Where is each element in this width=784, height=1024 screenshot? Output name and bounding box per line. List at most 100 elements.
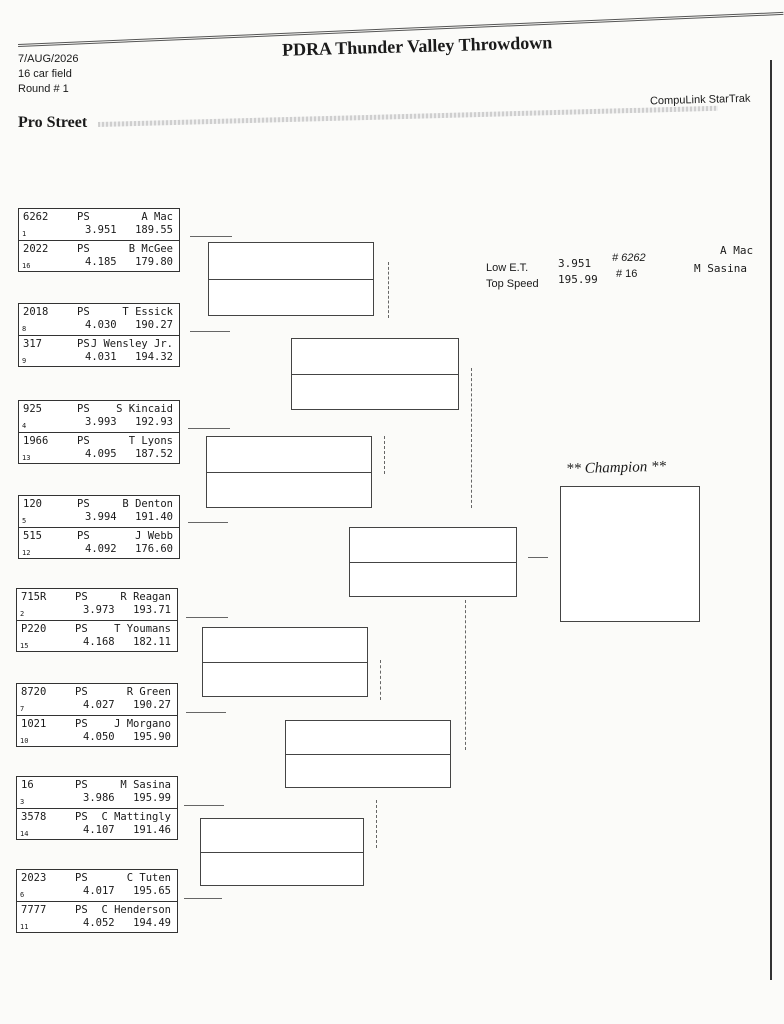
- driver-name: R Green: [126, 686, 171, 698]
- trap-speed: 192.93: [135, 416, 173, 428]
- car-number: 120: [23, 498, 42, 510]
- car-number: 6262: [23, 211, 49, 223]
- class-title: Pro Street: [18, 114, 88, 131]
- elapsed-time: 4.185: [85, 256, 117, 268]
- car-number: 2022: [23, 243, 49, 255]
- trap-speed: 187.52: [135, 448, 173, 460]
- trap-speed: 190.27: [135, 319, 173, 331]
- event-title: PDRA Thunder Valley Throwdown: [281, 32, 553, 60]
- elapsed-time: 3.973: [83, 604, 115, 616]
- elapsed-time: 4.107: [83, 824, 115, 836]
- trap-speed: 195.99: [133, 792, 171, 804]
- connector: [376, 800, 377, 848]
- top-speed-driver: M Sasina: [694, 262, 747, 275]
- trap-speed: 182.11: [133, 636, 171, 648]
- seed-number: 5: [22, 517, 27, 525]
- car-class: PS: [75, 591, 88, 603]
- top-speed-car: # 16: [616, 268, 638, 280]
- connector: [465, 600, 466, 750]
- car-number: 2023: [21, 872, 47, 884]
- round-2-box: [206, 436, 372, 508]
- elapsed-time: 4.052: [83, 917, 115, 929]
- connector: [188, 428, 230, 429]
- elapsed-time: 3.993: [85, 416, 117, 428]
- connector: [380, 660, 381, 700]
- connector: [471, 368, 472, 508]
- top-speed-label: Top Speed: [486, 278, 539, 290]
- car-number: 3578: [21, 811, 47, 823]
- class-rule: [98, 105, 718, 127]
- car-number: 317: [23, 338, 42, 350]
- event-date: 7/AUG/2026: [18, 53, 79, 65]
- car-number: 8720: [21, 686, 47, 698]
- driver-name: T Lyons: [128, 435, 173, 447]
- low-et-label: Low E.T.: [486, 262, 529, 274]
- driver-name: R Reagan: [120, 591, 171, 603]
- driver-name: J Morgano: [114, 718, 171, 730]
- driver-name: C Tuten: [126, 872, 171, 884]
- driver-name: A Mac: [141, 211, 173, 223]
- trap-speed: 193.71: [133, 604, 171, 616]
- elapsed-time: 4.031: [85, 351, 117, 363]
- seed-number: 12: [22, 549, 31, 557]
- car-number: 925: [23, 403, 42, 415]
- round-2-box: [208, 242, 374, 316]
- elapsed-time: 4.027: [83, 699, 115, 711]
- seed-number: 6: [20, 891, 25, 899]
- elapsed-time: 4.030: [85, 319, 117, 331]
- car-number: 1966: [23, 435, 49, 447]
- car-class: PS: [77, 211, 90, 223]
- page-edge: [770, 60, 772, 980]
- seed-number: 13: [22, 454, 31, 462]
- trap-speed: 179.80: [135, 256, 173, 268]
- driver-name: C Henderson: [101, 904, 171, 916]
- connector: [190, 236, 232, 237]
- car-class: PS: [75, 623, 88, 635]
- car-class: PS: [77, 530, 90, 542]
- connector: [188, 522, 228, 523]
- elapsed-time: 4.050: [83, 731, 115, 743]
- elapsed-time: 4.168: [83, 636, 115, 648]
- trap-speed: 191.46: [133, 824, 171, 836]
- driver-name: S Kincaid: [116, 403, 173, 415]
- connector: [184, 805, 224, 806]
- seed-number: 16: [22, 262, 31, 270]
- car-class: PS: [75, 872, 88, 884]
- final-box: [349, 527, 517, 597]
- header-meta: 7/AUG/2026 16 car field Round # 1: [18, 52, 79, 97]
- semifinal-box: [291, 338, 459, 410]
- car-class: PS: [77, 306, 90, 318]
- elapsed-time: 4.092: [85, 543, 117, 555]
- driver-name: T Youmans: [114, 623, 171, 635]
- connector: [186, 617, 228, 618]
- car-number: 515: [23, 530, 42, 542]
- car-number: P220: [21, 623, 47, 635]
- software-name: CompuLink StarTrak: [649, 92, 751, 108]
- low-et-value: 3.951: [558, 257, 592, 270]
- car-class: PS: [75, 811, 88, 823]
- connector: [384, 436, 385, 474]
- seed-number: 3: [20, 798, 25, 806]
- trap-speed: 190.27: [133, 699, 171, 711]
- car-class: PS: [77, 243, 90, 255]
- car-class: PS: [77, 498, 90, 510]
